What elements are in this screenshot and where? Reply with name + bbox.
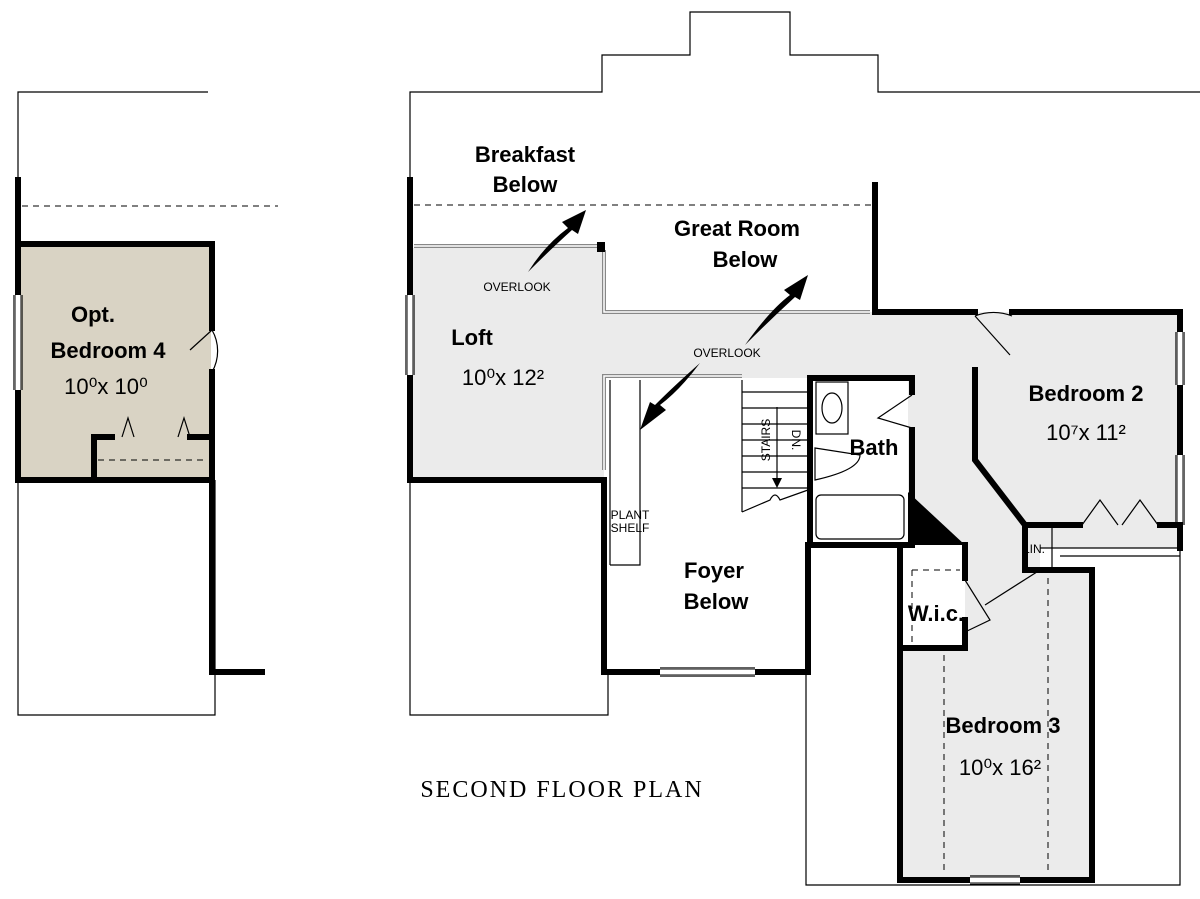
great-room-below-label: Below [713,247,779,272]
main-building [405,11,1200,886]
overlook-railings [414,242,870,470]
left-wing [13,91,278,716]
bedroom3-dim: 10⁰x 16² [959,755,1041,780]
opt-bedroom4-label-2: Bedroom 4 [51,338,167,363]
breakfast-label: Breakfast [475,142,576,167]
chase-wall [908,492,965,545]
plant-shelf-label: PLANT [611,508,650,522]
down-label: DN. [789,430,803,451]
linen-label: LIN. [1023,542,1045,556]
overlook-label-2: OVERLOOK [693,346,760,360]
bath-label: Bath [850,435,899,460]
opt-bedroom4-fill [21,247,211,478]
stairs-label: STAIRS [759,419,773,461]
overlook-arrow-breakfast [528,210,586,272]
upper-hall-fill [413,248,1180,880]
opt-bedroom4-dim: 10⁰x 10⁰ [64,374,148,399]
overlook-arrow-great-room [745,275,808,345]
foyer-below-label: Below [684,589,750,614]
foyer-fill [606,380,808,670]
great-room-label: Great Room [674,216,800,241]
loft-dim: 10⁰x 12² [462,365,544,390]
plant-shelf-label-2: SHELF [611,521,650,535]
loft-label: Loft [451,325,493,350]
plan-title: SECOND FLOOR PLAN [420,777,703,803]
breakfast-below-label: Below [493,172,559,197]
overlook-label-1: OVERLOOK [483,280,550,294]
bedroom2-label: Bedroom 2 [1029,381,1144,406]
foyer-label: Foyer [684,558,744,583]
stairs[interactable] [741,380,809,513]
bedroom2-dim: 10⁷x 11² [1046,420,1126,445]
wic-label: W.i.c. [908,601,964,626]
bedroom3-label: Bedroom 3 [946,713,1061,738]
opt-bedroom4-label: Opt. [71,302,115,327]
overlook-arrow-foyer [640,363,700,430]
